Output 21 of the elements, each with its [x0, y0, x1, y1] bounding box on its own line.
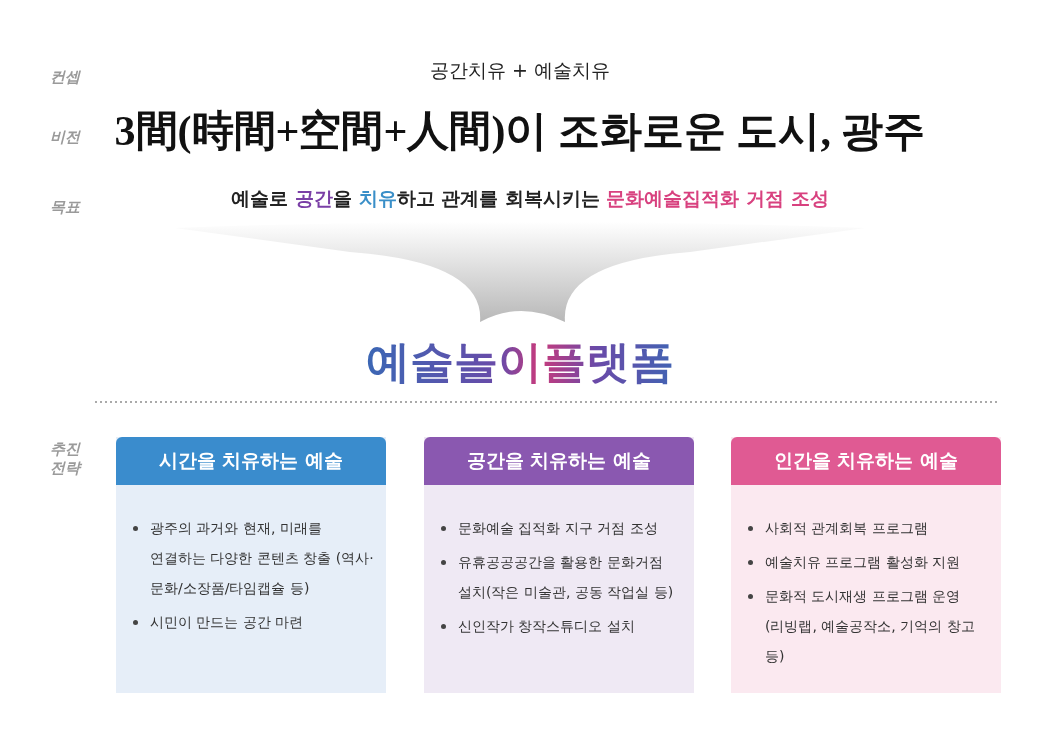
- card-header: 공간을 치유하는 예술: [424, 437, 694, 485]
- bullet-item: 신인작가 창작스튜디오 설치: [458, 617, 636, 636]
- bullet-item: 문화예술 집적화 지구 거점 조성: [458, 519, 659, 538]
- row-label: 컨셉: [50, 68, 82, 87]
- row-label: 목표: [50, 198, 82, 217]
- strategy-card: [424, 437, 694, 693]
- card-header: 시간을 치유하는 예술: [116, 437, 386, 485]
- bullet-item: 사회적 관계회복 프로그램: [765, 519, 929, 538]
- concept-text: 공간치유 + 예술치유: [429, 58, 611, 83]
- bullet-item: 문화적 도시재생 프로그램 운영 (리빙랩, 예술공작소, 기억의 창고 등): [765, 587, 976, 666]
- bullet-item: 광주의 과거와 현재, 미래를 연결하는 다양한 콘텐츠 창출 (역사·문화/소장품/타임캡슐 등): [150, 519, 375, 598]
- vision-title: 3間(時間+空間+人間)이 조화로운 도시, 광주: [113, 107, 927, 156]
- bullet-item: 시민이 만드는 공간 마련: [150, 613, 305, 632]
- row-label: 추진 전략: [50, 440, 83, 478]
- bullet-item: 유휴공공공간을 활용한 문화거점 설치(작은 미술관, 공동 작업실 등): [458, 553, 675, 602]
- bullet-item: 예술치유 프로그램 활성화 지원: [765, 553, 962, 572]
- row-label: 비전: [50, 128, 82, 147]
- goal-text: 예술로 공간을 치유하고 관계를 회복시키는 문화예술집적화 거점 조성: [230, 186, 830, 211]
- strategy-card: [731, 437, 1001, 693]
- card-header: 인간을 치유하는 예술: [731, 437, 1001, 485]
- strategy-card: [116, 437, 386, 693]
